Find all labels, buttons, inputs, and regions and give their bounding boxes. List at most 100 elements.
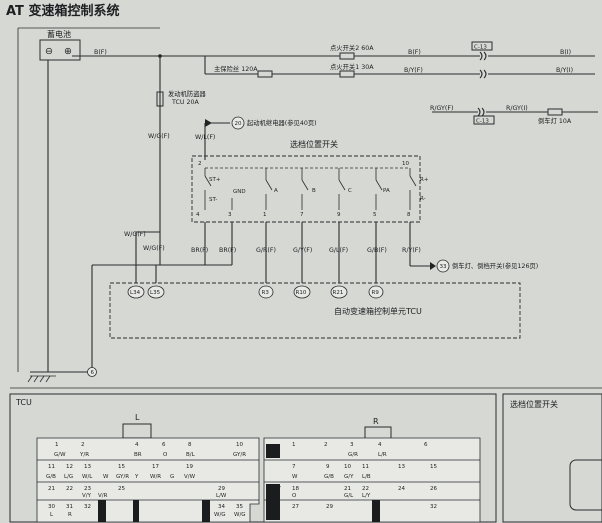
r-pin-27: 27: [292, 504, 299, 510]
wire-wgf-2: W/G(F): [124, 231, 146, 238]
ground-point-6: [87, 367, 97, 377]
l-pin-21: 21: [48, 486, 55, 492]
l-pin-1: 1: [55, 442, 59, 448]
conn-r-label: R: [373, 417, 379, 426]
fuse-60a-label: 点火开关2 60A: [330, 43, 374, 52]
conn-l-body: [36, 437, 260, 523]
wire-glf: G/L(F): [329, 247, 348, 254]
wire-bf-main: B(F): [94, 49, 107, 56]
l-code-vw: V/W: [184, 474, 196, 480]
connector-c13-top-label: C-13: [474, 45, 487, 51]
connector-c13-low: [473, 115, 495, 125]
r-pin-17: 17: [274, 486, 281, 492]
wire-ryf: R/Y(F): [402, 247, 421, 254]
wire-gbf: G/B(F): [367, 247, 387, 254]
r-code-gy: G/Y: [344, 474, 354, 480]
l-code-wr: W/R: [150, 474, 161, 480]
battery-box: [39, 39, 81, 61]
switch-pin-5: 5: [373, 212, 377, 218]
l-code-gyr2: GY/R: [116, 474, 129, 480]
switch-c: C: [348, 188, 352, 194]
l-code-y: Y: [134, 474, 139, 480]
l-code-yr: Y/R: [79, 452, 89, 458]
r-code-lb: L/B: [362, 474, 371, 480]
connector-c13-top: [471, 41, 493, 51]
switch-pin-9: 9: [337, 212, 341, 218]
terminal-r9-label: R9: [372, 290, 380, 296]
r-pin-6: 6: [424, 442, 428, 448]
l-pin-31: 31: [66, 504, 73, 510]
wire-bf-top: B(F): [408, 49, 421, 56]
fuse-30a-label: 点火开关1 30A: [330, 62, 374, 71]
tcu-unit-label: 自动变速箱控制单元TCU: [334, 306, 422, 316]
switch-pin-4: 4: [196, 212, 200, 218]
wire-byi: B/Y(I): [556, 67, 573, 74]
switch-title: 选档位置开关: [290, 139, 338, 149]
terminal-r10-label: R10: [296, 290, 307, 296]
l-code-vr: V/R: [98, 493, 108, 499]
wire-grf: G/R(F): [256, 247, 276, 254]
r-pin-2: 2: [324, 442, 328, 448]
l-code-br: BR: [134, 452, 142, 458]
wire-wgf-3: W/G(F): [143, 245, 165, 252]
l-pin-13: 13: [84, 464, 91, 470]
main-fuse-120a: [257, 70, 273, 78]
l-pin-8: 8: [188, 442, 192, 448]
connector-c13-low-label: C-13: [476, 119, 489, 125]
switch-connector-sketch: [569, 459, 602, 511]
l-pin-35: 35: [236, 504, 243, 510]
r-pin-4: 4: [378, 442, 382, 448]
switch-st-minus: ST-: [209, 197, 217, 203]
tcu-terminal-group: L34 L35 R3 R10 R21 R9: [127, 285, 384, 299]
r-code-ly: L/Y: [362, 493, 371, 499]
terminal-r21-label: R21: [333, 290, 344, 296]
r-pin-21: 21: [344, 486, 351, 492]
fuse-60a: [339, 52, 355, 60]
fuse-tcu-20a: [156, 91, 164, 107]
connector-break-low: [477, 107, 485, 117]
r-code-o: O: [292, 493, 297, 499]
wire-bi: B(I): [560, 49, 571, 56]
l-code-w: W: [103, 474, 109, 480]
r-pin-13: 13: [398, 464, 405, 470]
switch-gnd: GND: [233, 189, 246, 195]
ground-symbol-icon: [27, 375, 56, 383]
fuse-30a: [339, 70, 355, 78]
page-title: AT 变速箱控制系统: [6, 3, 119, 19]
wire-brf-1: BR(F): [191, 247, 208, 254]
battery-plus-icon: ⊕: [64, 46, 72, 57]
wire-rgyi: R/GY(I): [506, 105, 528, 112]
l-code-o: O: [163, 452, 168, 458]
r-pin-7: 7: [292, 464, 296, 470]
fuse-tail-label: 倒车灯 10A: [538, 116, 572, 125]
r-pin-22: 22: [362, 486, 369, 492]
switch-a: A: [274, 188, 278, 194]
wire-brf-2: BR(F): [219, 247, 236, 254]
r-pin-1: 1: [292, 442, 296, 448]
r-code-gb: G/B: [324, 474, 334, 480]
conn-l-label: L: [135, 413, 140, 422]
l-pin-19: 19: [186, 464, 193, 470]
terminal-r9: [368, 285, 384, 299]
l-pin-23: 23: [84, 486, 91, 492]
main-fuse-label: 主保险丝 120A: [214, 64, 258, 73]
l-code-wg-2: W/G: [234, 512, 246, 518]
switch-pin-8: 8: [407, 212, 411, 218]
l-pin-4: 4: [135, 442, 139, 448]
l-pin-17: 17: [152, 464, 159, 470]
l-pin-25: 25: [118, 486, 125, 492]
switch-pa: PA: [383, 188, 390, 194]
r-pin-11: 11: [362, 464, 369, 470]
switch-pin-7: 7: [300, 212, 304, 218]
tcu-connector-panel: [9, 393, 497, 523]
l-pin-12: 12: [66, 464, 73, 470]
fuse-tail-10a: [547, 108, 563, 116]
conn-r-key: [364, 426, 392, 440]
conn-r-body: [263, 437, 481, 523]
terminal-l34: [127, 285, 145, 299]
terminal-r3: [258, 285, 274, 299]
l-code-r: R: [68, 512, 72, 518]
starter-ref-text: 起动机继电器(参见40页): [247, 118, 317, 127]
switch-b: B: [312, 188, 316, 194]
r-pin-3: 3: [350, 442, 354, 448]
